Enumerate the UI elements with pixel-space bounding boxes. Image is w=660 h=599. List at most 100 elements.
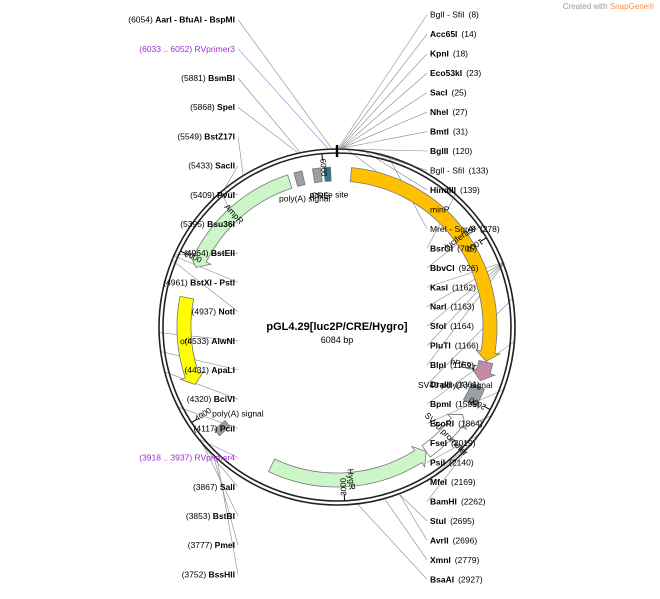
site-text: BglI - SfiI(8) (430, 10, 479, 20)
leader-line (426, 262, 505, 327)
site-text: (4964) BstEII (184, 248, 235, 258)
leader-line (225, 165, 239, 188)
feature-hygr (268, 445, 427, 488)
site-name: SalI (220, 482, 235, 492)
site-text: (3867) SalI (193, 482, 235, 492)
site-position: (4117) (194, 423, 220, 433)
restriction-site-label: MfeI(2169) (430, 477, 476, 487)
restriction-site-label: KpnI(18) (430, 49, 468, 59)
site-position: (4964) (184, 248, 211, 258)
leader-line (426, 388, 506, 424)
feature-ori (176, 295, 205, 385)
restriction-site-label: KasI(1162) (430, 282, 476, 292)
site-position: (3777) (188, 540, 215, 550)
restriction-site-label: (6054) AarI - BfuAI - BspMI (128, 15, 235, 25)
tick-mark (480, 237, 487, 242)
site-name: SacII (215, 161, 235, 171)
leader-line (426, 223, 484, 269)
site-name: Bsu36I (207, 219, 235, 229)
site-position: (25) (452, 88, 467, 98)
site-text: BlpI(1169) (430, 360, 474, 370)
site-text: KpnI(18) (430, 49, 468, 59)
leader-line (237, 136, 244, 175)
leader-line (341, 72, 428, 149)
site-position: (4533) (184, 336, 211, 346)
site-position: (5433) (188, 161, 215, 171)
site-text: Eco53kI(23) (430, 68, 481, 78)
site-position: (5881) (181, 73, 208, 83)
site-name: StuI (430, 516, 446, 526)
restriction-site-label: BglI - SfiI(133) (430, 165, 488, 175)
restriction-site-label: Eco53kI(23) (430, 68, 481, 78)
site-name: Acc65I (430, 29, 457, 39)
restriction-site-label: BamHI (2262) (430, 496, 486, 506)
site-name: XmnI (430, 555, 451, 565)
leader-line (237, 19, 332, 149)
site-name: BpmI (430, 399, 451, 409)
site-name: BsrGI (430, 243, 453, 253)
leader-line (237, 106, 298, 153)
site-name: BsaAI (430, 574, 454, 584)
restriction-site-label: PsiI(2140) (430, 457, 474, 467)
site-name: SfoI (430, 321, 446, 331)
site-text: AvrII(2696) (430, 535, 477, 545)
leader-line (237, 77, 300, 153)
leader-line (163, 371, 239, 400)
feature-label: SV40 poly(A) signal (418, 380, 493, 390)
site-name: BglI - SfiI (430, 165, 464, 175)
site-position: (14) (461, 29, 476, 39)
leader-line (399, 494, 428, 522)
site-position: (1164) (450, 321, 474, 331)
site-position: (5549) (177, 131, 204, 141)
restriction-site-label: (4937) NotI (192, 307, 235, 317)
site-position: (2779) (455, 555, 480, 565)
restriction-site-label: (4431) ApaLI (184, 365, 235, 375)
site-name: KasI (430, 282, 448, 292)
site-text: (3752) BssHII (182, 569, 235, 579)
site-text: BsrGI (705) (430, 243, 477, 253)
site-text: KasI(1162) (430, 282, 476, 292)
leader-line (213, 456, 239, 546)
site-name: AlwNI (211, 336, 235, 346)
restriction-site-label: minP (430, 204, 450, 214)
restriction-site-label: Acc65I (14) (430, 29, 477, 39)
restriction-site-label: DraIII(1361) (430, 380, 480, 390)
site-text: BglII(120) (430, 146, 472, 156)
tick-mark (191, 418, 198, 423)
site-name: BbvCI (430, 263, 455, 273)
site-position: (5409) (190, 190, 217, 200)
site-position: (31) (453, 127, 468, 137)
site-name: PluTI (430, 341, 451, 351)
site-text: (5395) Bsu36I (180, 219, 235, 229)
site-name: BssHII (209, 569, 235, 579)
site-position: (3752) (182, 569, 209, 579)
site-text: MfeI(2169) (430, 477, 476, 487)
site-position: (18) (453, 49, 468, 59)
leader-line (216, 459, 239, 575)
feature-luciferase (349, 167, 502, 362)
credit-text: Created with (562, 2, 608, 11)
site-text: (4320) BciVI (187, 394, 235, 404)
site-position: (2262) (461, 496, 486, 506)
feature-sv40-promoter (421, 414, 467, 458)
site-text: HindIII(139) (430, 185, 480, 195)
leader-line (172, 255, 239, 283)
site-text: (3853) BstBI (186, 511, 235, 521)
site-name: ApaLI (211, 365, 235, 375)
tick-mark (321, 153, 324, 161)
site-name: BamHI (430, 496, 457, 506)
restriction-site-label: (5395) Bsu36I (180, 219, 235, 229)
site-position: (705) (457, 243, 477, 253)
leader-line (426, 340, 516, 405)
feature-label: ori (179, 335, 189, 346)
restriction-site-label: PluTI(1166) (430, 341, 479, 351)
site-name: PsiI (430, 457, 445, 467)
site-text: (4937) NotI (192, 307, 235, 317)
site-text: BbvCI(926) (430, 263, 479, 273)
leader-line (158, 332, 239, 342)
site-position: (4431) (184, 365, 211, 375)
site-position: (27) (452, 107, 467, 117)
site-name: EcoRI (430, 419, 454, 429)
site-text: (6033 .. 6052) RVprimer3 (139, 44, 235, 54)
